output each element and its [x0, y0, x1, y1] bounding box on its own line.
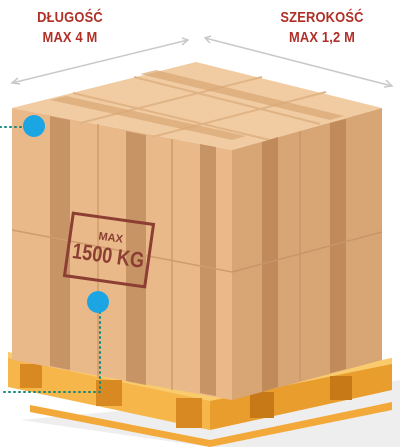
max-load-value: 1500 KG [71, 239, 146, 273]
width-label: SZEROKOŚĆ MAX 1,2 M [270, 8, 373, 48]
max-load-stamp: MAX 1500 KG [63, 211, 155, 288]
length-value: MAX 4 M [27, 28, 113, 48]
cargo-boxes [12, 62, 382, 400]
length-label: DŁUGOŚĆ MAX 4 M [27, 8, 113, 48]
length-name: DŁUGOŚĆ [27, 8, 113, 28]
width-value: MAX 1,2 M [270, 28, 373, 48]
width-name: SZEROKOŚĆ [270, 8, 373, 28]
